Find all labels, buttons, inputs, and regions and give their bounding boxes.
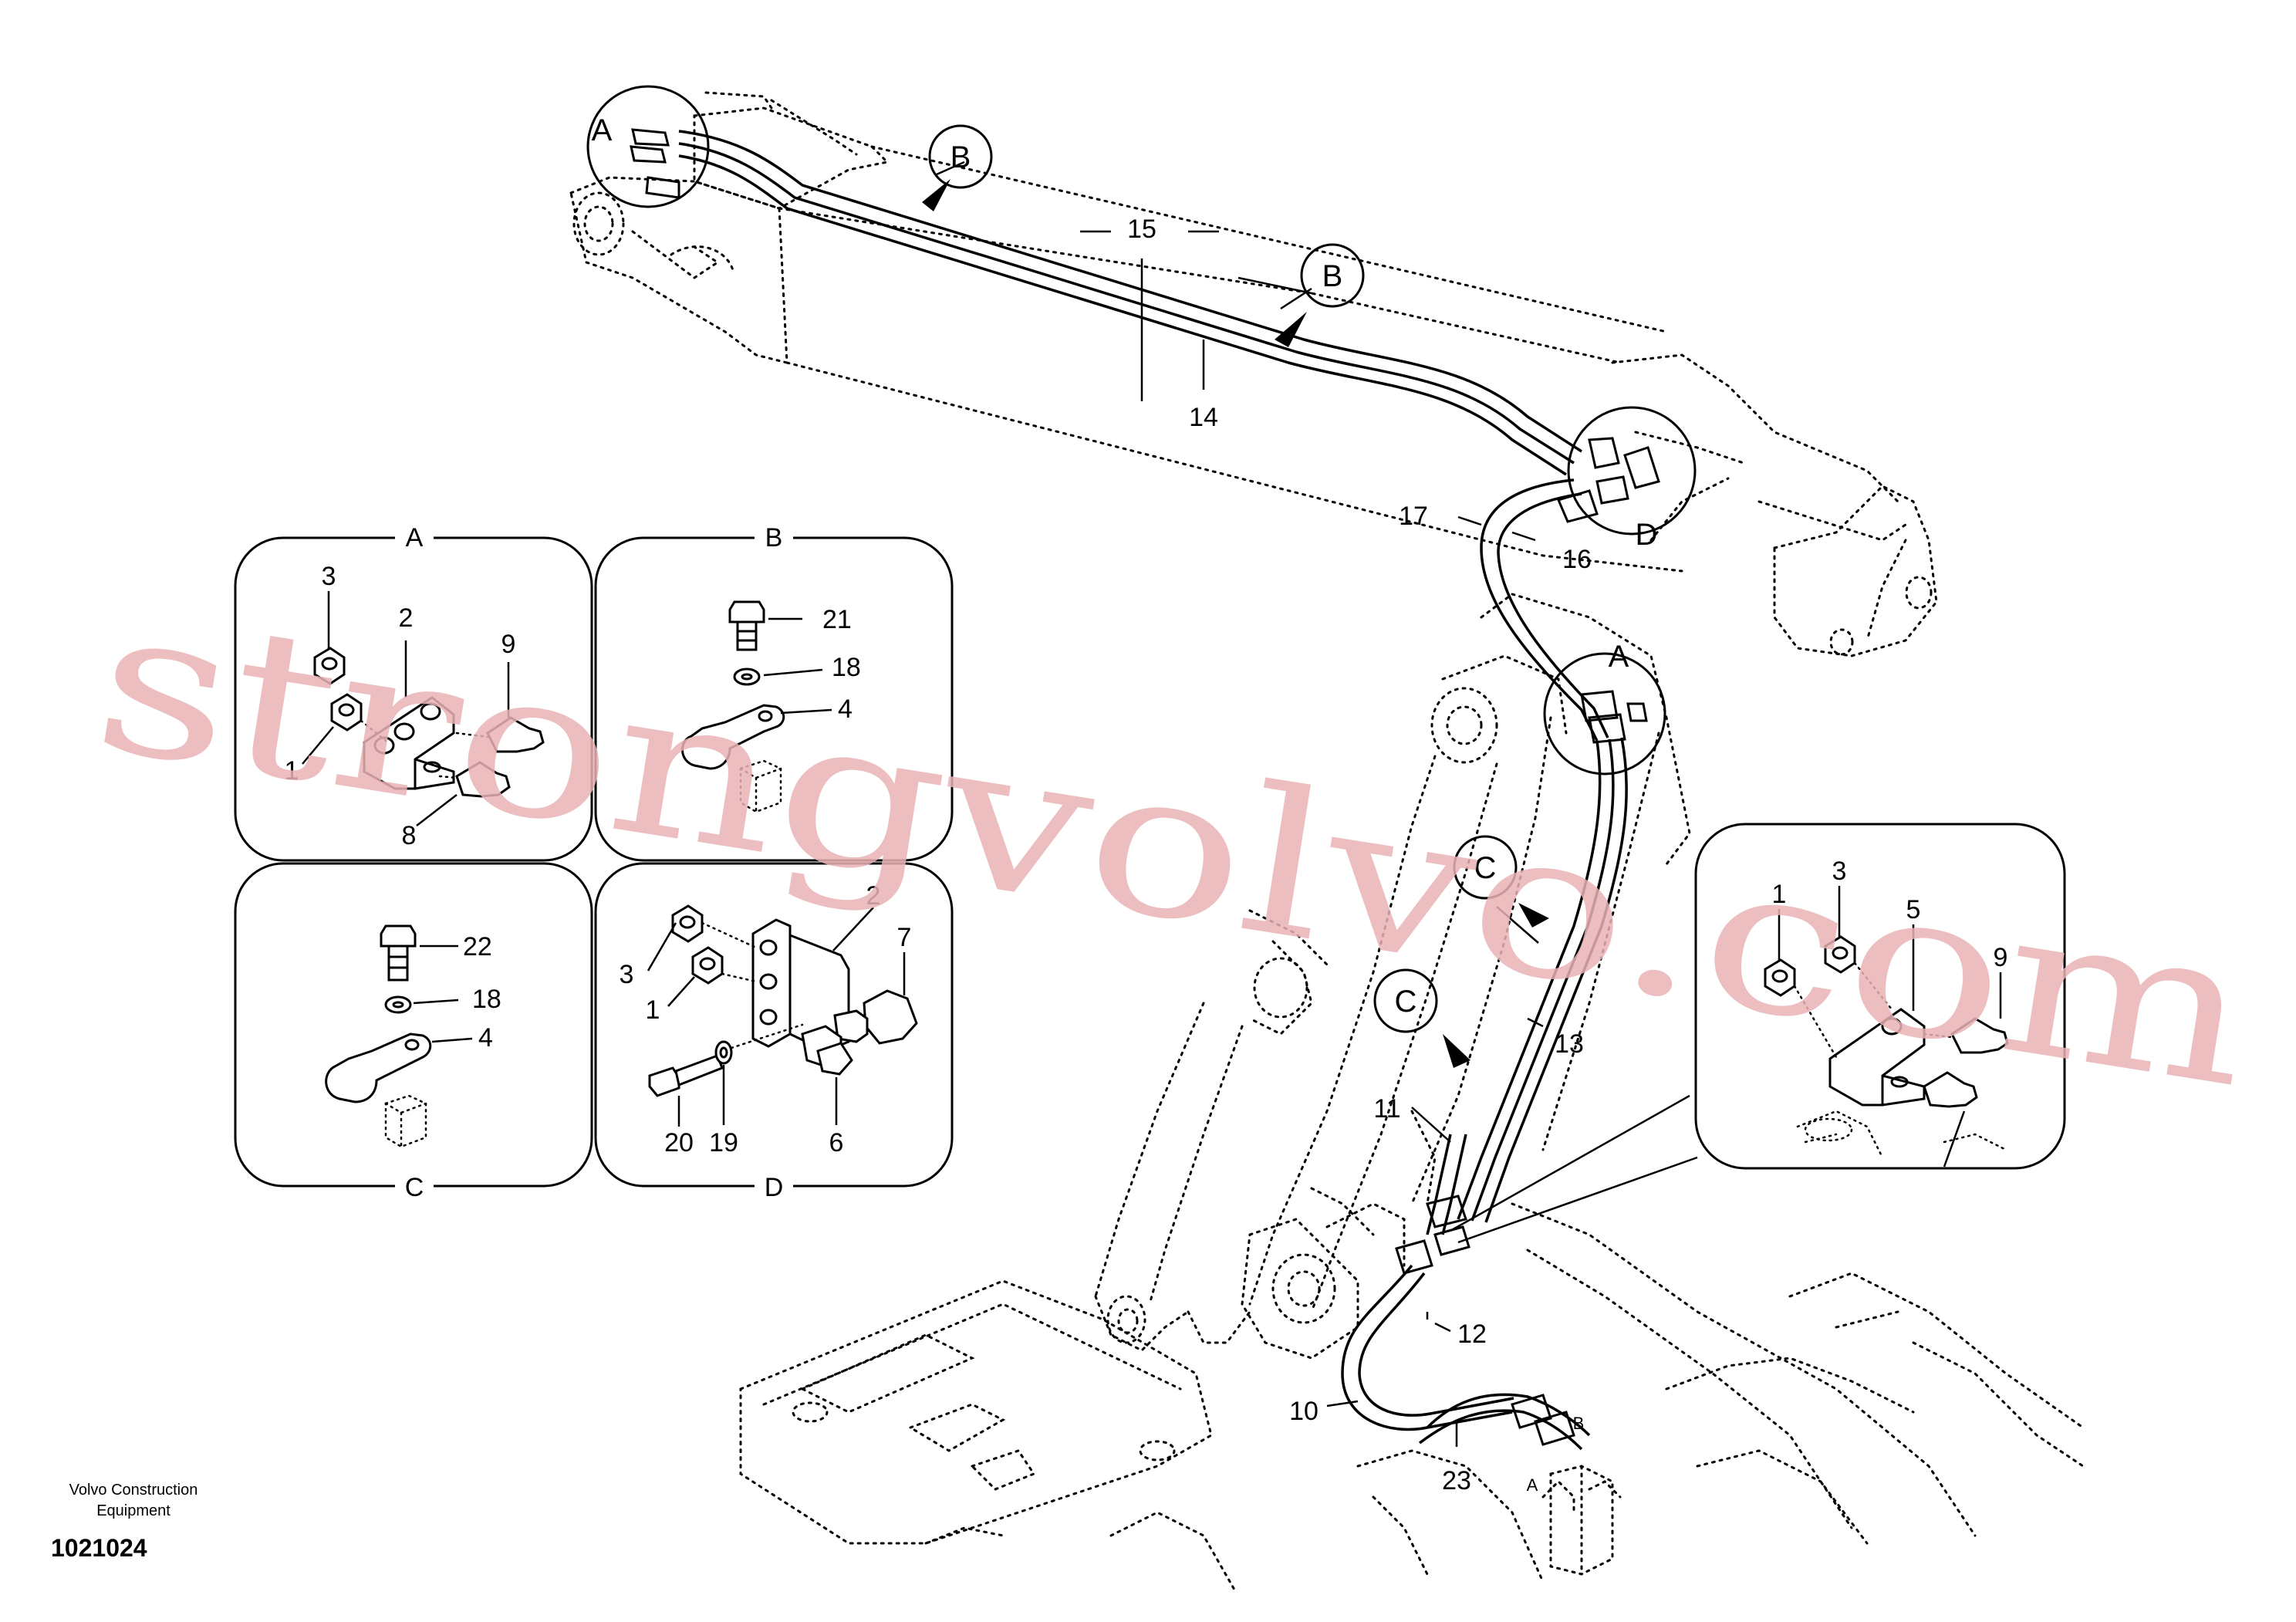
labels-panels: A B C D 3 2 9 1 8 21 18 4 22 18 4 2 3 7 … [285,523,2008,1202]
view-ref-b1-circle [928,124,993,189]
callout-16: 16 [1562,545,1592,574]
panel-b-title: B [765,523,783,552]
port-a-label: A [1527,1475,1538,1495]
panel-c-callout-22: 22 [463,932,492,961]
callout-14: 14 [1189,403,1218,432]
panel-a-callout-9: 9 [501,630,516,659]
view-ref-c1-circle [1453,835,1518,900]
callout-13: 13 [1555,1029,1584,1059]
view-ref-c1: C [1474,851,1497,885]
upper-structure-outline [739,1202,2085,1591]
panel-b-callout-21: 21 [822,605,852,634]
labels-main: 15 14 17 16 13 11 12 10 23 A B A A D B B… [592,113,1658,1495]
view-circle-a-top [586,85,710,208]
panel-d-callout-2: 2 [866,881,881,911]
panel-d [594,862,954,1188]
panel-a-callout-1: 1 [285,756,299,786]
panel-b [594,536,954,862]
view-ref-c2-circle [1373,968,1438,1033]
detail-callout-5: 5 [1906,895,1921,924]
panel-d-callout-1: 1 [646,995,660,1025]
view-circle-d [1567,406,1697,536]
panel-d-callout-3: 3 [620,960,634,989]
panel-a-callout-8: 8 [402,821,417,850]
view-ref-a-mid: A [1609,640,1629,674]
panel-b-callout-4: 4 [838,694,853,724]
leaders-main [922,161,1698,1447]
panel-d-callout-19: 19 [709,1128,738,1157]
callout-12: 12 [1457,1320,1487,1349]
panel-a-callout-3: 3 [322,562,336,591]
fittings [586,85,1697,1446]
panel-a-title: A [406,523,424,552]
detail-callout-3: 3 [1832,857,1847,886]
credit-line-2: Equipment [96,1502,171,1519]
view-ref-b2: B [1322,259,1343,293]
view-circle-a-mid [1543,652,1666,776]
port-b-label: B [1573,1414,1585,1433]
panel-d-callout-6: 6 [829,1128,844,1157]
callout-10: 10 [1289,1397,1319,1426]
view-ref-b1: B [950,140,971,174]
panel-c-callout-4: 4 [478,1023,493,1053]
callout-11: 11 [1373,1094,1400,1124]
view-ref-markers [928,124,1518,1033]
callout-17: 17 [1399,502,1428,531]
view-ref-d: D [1636,518,1658,552]
view-ref-c2: C [1395,985,1417,1019]
credit-line-1: Volvo Construction [69,1482,198,1499]
publisher-credit: Volvo Construction Equipment [37,1480,230,1522]
callout-15: 15 [1127,215,1156,244]
panel-c-title: C [405,1173,424,1202]
panel-detail [1694,823,2066,1170]
detail-callout-1: 1 [1772,880,1787,909]
callout-23: 23 [1442,1466,1471,1495]
panel-c [234,862,593,1188]
panel-a [234,536,593,862]
panel-d-callout-20: 20 [664,1128,694,1157]
document-number: 1021024 [51,1534,147,1562]
detail-callout-9: 9 [1994,943,2008,972]
view-ref-b2-circle [1300,243,1365,308]
panel-d-callout-7: 7 [897,923,912,952]
hose-lines [678,130,1628,1451]
view-ref-a-top: A [592,113,613,147]
panel-b-callout-18: 18 [832,653,861,682]
panel-c-callout-18: 18 [472,985,501,1014]
panel-a-callout-2: 2 [399,603,414,633]
panel-d-title: D [765,1173,784,1202]
